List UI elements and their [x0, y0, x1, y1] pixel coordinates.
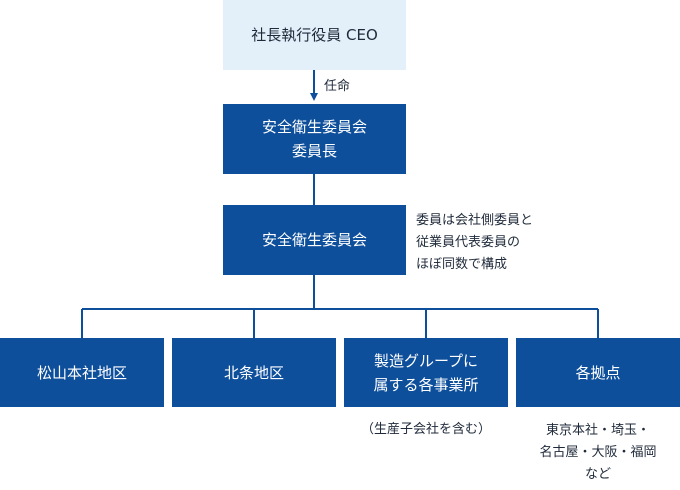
committee-composition-note: 委員は会社側委員と 従業員代表委員の ほぼ同数で構成 [416, 213, 534, 272]
committee-chair-box: 安全衛生委員会 委員長 [223, 104, 406, 174]
branch-label: 北条地区 [223, 363, 284, 382]
branch-box-locations: 各拠点 [516, 338, 680, 407]
ceo-label: 社長執行役員 CEO [251, 26, 378, 44]
branch-label: 各拠点 [575, 363, 621, 382]
committee-chair-label: 安全衛生委員会 委員長 [261, 118, 367, 160]
appoint-label: 任命 [324, 79, 351, 94]
branch-box-hojo: 北条地区 [172, 338, 336, 407]
branch-label: 製造グループに 属する各事業所 [373, 351, 479, 394]
branch-box-matsuyama: 松山本社地区 [0, 338, 164, 407]
manufacturing-note: （生産子会社を含む） [360, 422, 491, 437]
locations-note: 東京本社・埼玉・ 名古屋・大阪・福岡 など [539, 423, 657, 482]
branch-label: 松山本社地区 [36, 363, 127, 382]
branch-box-manufacturing: 製造グループに 属する各事業所 [344, 338, 508, 407]
committee-box: 安全衛生委員会 [223, 205, 406, 275]
ceo-box: 社長執行役員 CEO [223, 0, 406, 70]
committee-label: 安全衛生委員会 [261, 231, 367, 249]
